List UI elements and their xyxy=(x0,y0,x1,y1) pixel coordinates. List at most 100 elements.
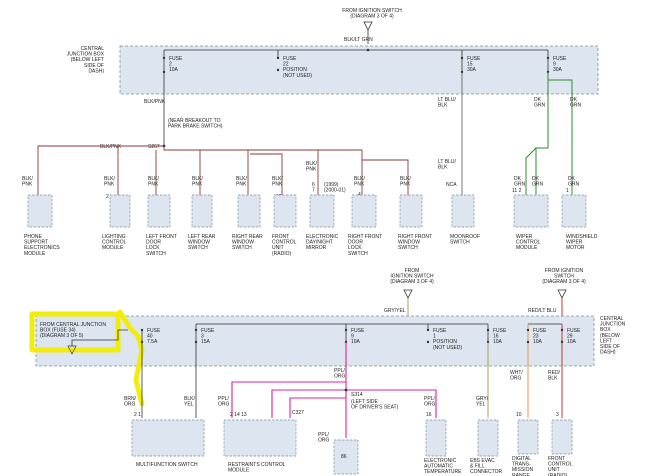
svg-text:PPL/ORG: PPL/ORG xyxy=(424,396,436,408)
svg-text:BLK/PNK: BLK/PNK xyxy=(22,176,33,188)
top-splice-id: S267 xyxy=(148,144,160,150)
bottom-feed-a-wire: GRY/YEL xyxy=(384,308,406,314)
svg-text:67: 67 xyxy=(312,182,315,194)
component-connector-86: 86 xyxy=(333,439,359,475)
svg-text:MULTIFUNCTION SWITCH: MULTIFUNCTION SWITCH xyxy=(136,462,198,468)
svg-text:NCA: NCA xyxy=(446,182,457,188)
top-junction-box xyxy=(119,45,599,95)
svg-text:BRN/ORG: BRN/ORG xyxy=(124,396,137,408)
bottom-feed-b-wire: RED/LT BLU xyxy=(528,308,557,314)
top-wire-ltblu-label: LT BLU/BLK xyxy=(438,97,456,109)
svg-text:86: 86 xyxy=(341,454,347,460)
bottom-feed-b-arrow-icon xyxy=(557,289,567,299)
svg-text:PPL/ORG: PPL/ORG xyxy=(334,368,346,380)
highlight-fuse34-path xyxy=(117,309,145,407)
svg-text:BLK/PNK: BLK/PNK xyxy=(272,176,283,188)
component-multifunction-switch: 2 1 MULTIFUNCTION SWITCH xyxy=(131,412,205,468)
svg-text:BLK/YEL: BLK/YEL xyxy=(184,396,195,408)
svg-text:PPL/ORG: PPL/ORG xyxy=(318,432,330,444)
svg-text:3: 3 xyxy=(556,412,559,418)
svg-text:2 1: 2 1 xyxy=(134,412,141,418)
svg-text:GRY/YEL: GRY/YEL xyxy=(476,396,489,408)
svg-text:2 14 13: 2 14 13 xyxy=(230,412,247,418)
svg-text:RED/BLK: RED/BLK xyxy=(548,370,561,382)
svg-text:10: 10 xyxy=(516,412,522,418)
svg-text:BLK/PNK: BLK/PNK xyxy=(148,176,159,188)
svg-text:BLK/PNK: BLK/PNK xyxy=(104,176,115,188)
svg-text:BLK/PNK: BLK/PNK xyxy=(354,176,365,188)
bottom-c327: C327 xyxy=(292,410,304,416)
top-wire-main-label: BLK/PNK xyxy=(144,99,166,105)
top-wire-main-label-2: BLK/PNK xyxy=(100,144,122,150)
svg-text:PPL/ORG: PPL/ORG xyxy=(218,396,230,408)
svg-text:2: 2 xyxy=(106,194,109,200)
bottom-splice-id: S314 xyxy=(351,392,363,398)
svg-text:BLK/PNK: BLK/PNK xyxy=(192,176,203,188)
svg-text:BLK/PNK: BLK/PNK xyxy=(236,176,247,188)
top-section: FROM IGNITION SWITCH(DIAGRAM 3 OF 4) BLK… xyxy=(37,8,599,195)
top-feed-label: FROM IGNITION SWITCH(DIAGRAM 3 OF 4) xyxy=(342,8,402,20)
top-wire-ltblu-label-2: LT BLU/BLK xyxy=(438,159,456,171)
